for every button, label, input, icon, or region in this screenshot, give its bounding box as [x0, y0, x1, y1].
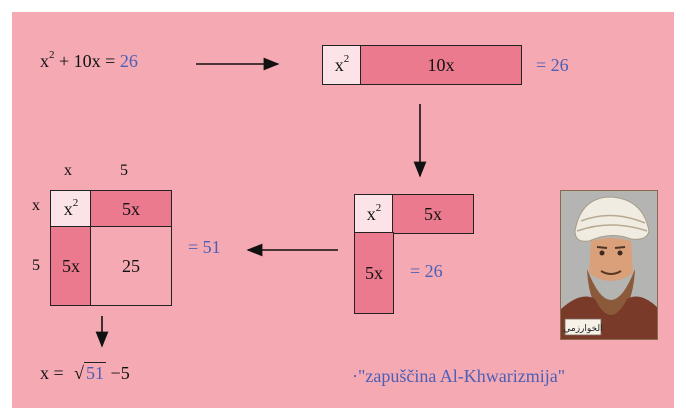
grid-equals: = 51: [188, 237, 221, 257]
l-equals: = 26: [410, 261, 443, 281]
l-bottom-label: 5x: [365, 262, 383, 283]
equation: x2 + 10x = 26: [40, 49, 138, 71]
sqrt-sign: √: [74, 363, 85, 383]
eq-rest: + 10x =: [54, 51, 120, 71]
grid-row-5: 5: [32, 257, 40, 274]
portrait-arabic-caption: الخوارزمي: [563, 324, 602, 334]
solution-lhs: x =: [40, 363, 64, 383]
grid-col-x: x: [64, 162, 72, 179]
solution-radicand: 51: [84, 362, 107, 383]
grid-c11-label: x: [63, 198, 73, 219]
eq-x: x: [40, 51, 49, 71]
top-rect-label: 10x: [427, 54, 455, 75]
grid-c11-sup: 2: [72, 196, 79, 209]
l-sq-label: x: [366, 203, 376, 224]
portrait-image: الخوارزمي: [560, 190, 658, 340]
grid-cell-5x-left: 5x: [50, 226, 92, 306]
grid-row-x: x: [32, 197, 40, 214]
solution: x = √51 −5: [40, 362, 130, 383]
eq-rhs: 26: [119, 51, 138, 71]
top-rect-equals: = 26: [536, 55, 569, 75]
grid-c21-label: 5x: [62, 255, 80, 276]
grid-cell-5x-top: 5x: [90, 190, 172, 228]
grid-c22-label: 25: [122, 255, 140, 276]
l-top-label: 5x: [424, 203, 442, 224]
caption: ·"zapuščina Al-Khwarizmija": [352, 366, 566, 386]
top-square-x2: x2: [322, 45, 362, 85]
l-bottom-5x: 5x: [354, 232, 394, 314]
solution-tail: −5: [110, 363, 130, 383]
eq-exponent: 2: [49, 49, 55, 61]
grid-c12-label: 5x: [122, 198, 140, 219]
sqrt-expression: √51: [74, 362, 107, 383]
top-sq-sup: 2: [343, 52, 350, 65]
grid-cell-25: 25: [90, 226, 172, 306]
top-rect-10x: 10x: [360, 45, 522, 85]
top-sq-label: x: [334, 54, 344, 75]
l-top-5x: 5x: [392, 194, 474, 234]
grid-col-5: 5: [120, 162, 128, 179]
l-sq-sup: 2: [375, 201, 382, 214]
portrait-illustration: الخوارزمي: [561, 191, 657, 339]
